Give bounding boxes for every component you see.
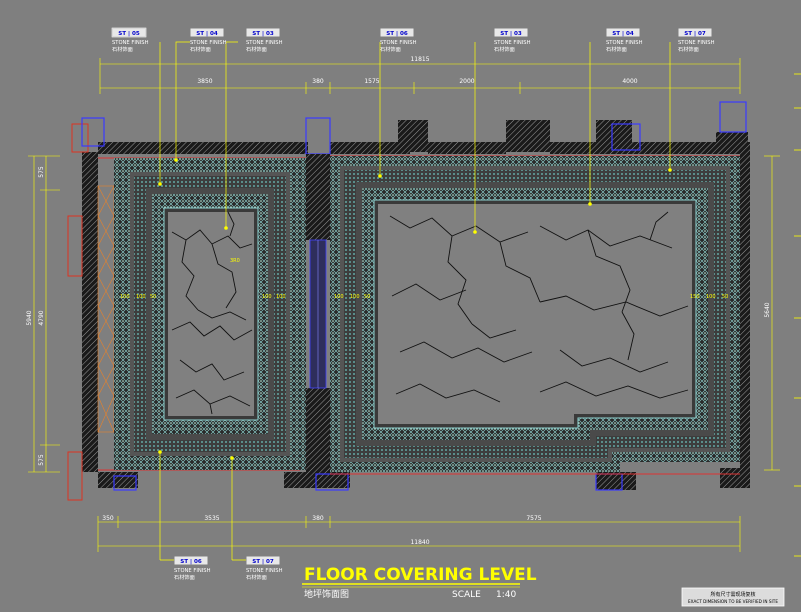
leader-dots (158, 158, 672, 460)
svg-text:石材饰面: 石材饰面 (174, 573, 195, 581)
svg-text:ST | 07: ST | 07 (684, 31, 706, 37)
dim-bottom-seg-2: 3535 (204, 515, 219, 522)
band-label-r3: 50 (364, 294, 370, 300)
svg-text:STONE FINISH: STONE FINISH (112, 40, 149, 46)
material-tag-5: ST | 03 STONE FINISH 石材饰面 (494, 28, 531, 53)
dim-bottom-seg-3: 380 (312, 515, 324, 522)
band-label-l1: 100 (120, 294, 130, 300)
svg-text:ST | 03: ST | 03 (500, 31, 522, 37)
band-label-l4: 100 (262, 294, 272, 300)
title-block: FLOOR COVERING LEVEL 地坪饰面图 SCALE 1:40 (302, 565, 537, 600)
svg-text:STONE FINISH: STONE FINISH (246, 40, 283, 46)
dim-left-bottom: 575 (38, 454, 45, 466)
band-label-l5: 100 (276, 294, 286, 300)
dim-bottom-seg-1: 350 (102, 515, 114, 522)
material-tag-7: ST | 07 STONE FINISH 石材饰面 (678, 28, 715, 53)
svg-text:石材饰面: 石材饰面 (606, 45, 627, 53)
stamp-line-cn: 所有尺寸需现场复核 (710, 591, 755, 598)
scale-label: SCALE (452, 590, 481, 600)
dim-bottom-overall: 11840 (410, 539, 429, 546)
material-tag-4: ST | 06 STONE FINISH 石材饰面 (380, 28, 417, 53)
bottom-dimension-chain: 350 3535 380 7575 11840 (97, 515, 741, 552)
band-label-r4: 150 (690, 294, 700, 300)
svg-text:STONE FINISH: STONE FINISH (678, 40, 715, 46)
svg-text:石材饰面: 石材饰面 (678, 45, 699, 53)
stamp-line-en: EXACT DIMENSION TO BE VERIFIED IN SITE (688, 599, 778, 604)
svg-text:ST | 06: ST | 06 (386, 31, 408, 37)
left-room-floor (114, 158, 306, 470)
inner-band-labels: 100 100 50 100 100 100 100 50 150 100 50… (120, 258, 728, 300)
drawing-title: FLOOR COVERING LEVEL (304, 565, 537, 585)
dim-top-seg-2: 380 (312, 78, 324, 85)
center-label-left: 3R0 (230, 258, 240, 264)
material-tag-3: ST | 03 STONE FINISH 石材饰面 (246, 28, 283, 53)
dim-left-top: 575 (38, 166, 45, 178)
leader-lines (159, 41, 671, 560)
svg-text:ST | 06: ST | 06 (180, 559, 202, 565)
top-dimension-chain: 11815 3850 380 1575 2000 4000 (99, 56, 741, 94)
svg-text:石材饰面: 石材饰面 (190, 45, 211, 53)
band-label-l2: 100 (136, 294, 146, 300)
band-label-r5: 100 (706, 294, 716, 300)
svg-text:STONE FINISH: STONE FINISH (606, 40, 643, 46)
svg-text:ST | 07: ST | 07 (252, 559, 274, 565)
svg-text:ST | 03: ST | 03 (252, 31, 274, 37)
svg-text:STONE FINISH: STONE FINISH (380, 40, 417, 46)
svg-text:ST | 04: ST | 04 (612, 31, 634, 37)
svg-text:石材饰面: 石材饰面 (380, 45, 401, 53)
verification-stamp: 所有尺寸需现场复核 EXACT DIMENSION TO BE VERIFIED… (681, 587, 785, 607)
material-tag-6: ST | 04 STONE FINISH 石材饰面 (606, 28, 643, 53)
dim-left-inner: 4790 (38, 310, 45, 325)
svg-text:STONE FINISH: STONE FINISH (174, 568, 211, 574)
dim-top-seg-3: 1575 (364, 78, 379, 85)
svg-text:STONE FINISH: STONE FINISH (246, 568, 283, 574)
right-room-stone-field (378, 204, 692, 424)
right-room-floor (330, 156, 740, 472)
svg-text:STONE FINISH: STONE FINISH (494, 40, 531, 46)
dim-bottom-seg-4: 7575 (526, 515, 541, 522)
scale-value: 1:40 (496, 590, 516, 600)
left-room-stone-field (168, 212, 254, 416)
right-dimension-chain: 5640 (764, 155, 780, 471)
wall-structure (67, 101, 750, 501)
svg-text:STONE FINISH: STONE FINISH (190, 40, 227, 46)
left-dimension-chain: 5940 4790 575 575 (26, 155, 60, 473)
band-label-r2: 100 (350, 294, 360, 300)
dim-right-overall: 5640 (764, 302, 771, 317)
material-tag-1: ST | 05 STONE FINISH 石材饰面 (111, 27, 149, 53)
band-label-r6: 50 (722, 294, 728, 300)
svg-text:ST | 05: ST | 05 (118, 31, 140, 37)
band-label-l3: 50 (150, 294, 156, 300)
svg-text:石材饰面: 石材饰面 (494, 45, 515, 53)
dim-top-overall: 11815 (410, 56, 429, 63)
dim-top-seg-1: 3850 (197, 78, 212, 85)
band-label-r1: 100 (334, 294, 344, 300)
dim-top-seg-4: 2000 (459, 78, 474, 85)
svg-text:石材饰面: 石材饰面 (246, 573, 267, 581)
edge-marks (794, 73, 801, 557)
svg-text:石材饰面: 石材饰面 (112, 45, 133, 53)
dim-top-seg-5: 4000 (622, 78, 637, 85)
svg-text:ST | 04: ST | 04 (196, 31, 218, 37)
material-tag-9: ST | 07 STONE FINISH 石材饰面 (246, 556, 283, 581)
drawing-subtitle-cn: 地坪饰面图 (304, 588, 349, 600)
svg-text:石材饰面: 石材饰面 (246, 45, 267, 53)
material-tag-8: ST | 06 STONE FINISH 石材饰面 (174, 556, 211, 581)
material-tag-2: ST | 04 STONE FINISH 石材饰面 (190, 28, 227, 53)
dim-left-overall: 5940 (26, 310, 33, 325)
